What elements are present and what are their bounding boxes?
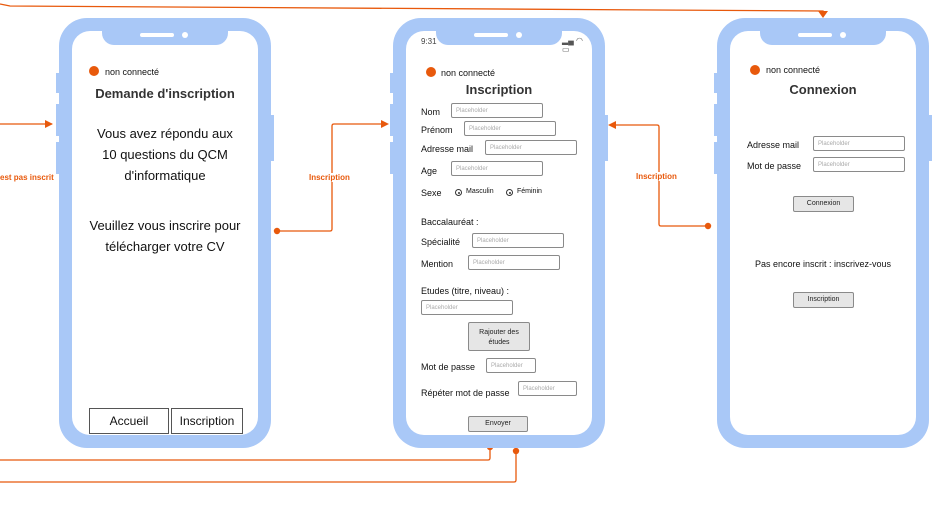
email-input[interactable]: Placeholder bbox=[813, 136, 905, 151]
edge-bottom-1 bbox=[0, 448, 491, 461]
prenom-label: Prénom bbox=[421, 125, 453, 135]
specialite-input[interactable]: Placeholder bbox=[472, 233, 564, 248]
page-title: Demande d'inscription bbox=[95, 86, 235, 101]
email-input[interactable]: Placeholder bbox=[485, 140, 577, 155]
password-input[interactable]: Placeholder bbox=[813, 157, 905, 172]
login-button[interactable]: Connexion bbox=[793, 196, 854, 212]
edge-bottom-2 bbox=[0, 451, 517, 483]
add-studies-button[interactable]: Rajouter des études bbox=[468, 322, 530, 351]
nom-label: Nom bbox=[421, 107, 441, 117]
feminin-radio[interactable] bbox=[506, 189, 513, 196]
edge-label-inscription-2: Inscription bbox=[636, 172, 677, 181]
password-label: Mot de passe bbox=[747, 161, 802, 171]
masculin-label: Masculin bbox=[466, 188, 494, 195]
repeat-password-label: Répéter mot de passe bbox=[421, 388, 510, 398]
phone-demande-inscription: non connecté Demande d'inscription Vous … bbox=[59, 18, 271, 448]
repeat-password-input[interactable]: Placeholder bbox=[518, 381, 577, 396]
etudes-label: Etudes (titre, niveau) : bbox=[421, 286, 510, 296]
masculin-radio[interactable] bbox=[455, 189, 462, 196]
password-label: Mot de passe bbox=[421, 362, 476, 372]
cv-message: Veuillez vous inscrire pour télécharger … bbox=[89, 218, 241, 254]
phone-notch bbox=[760, 27, 886, 45]
feminin-label: Féminin bbox=[517, 188, 542, 195]
signal-wifi-battery-icon: ▂▄ ◠ ▭ bbox=[562, 36, 584, 54]
edge-top-to-connexion bbox=[0, 3, 824, 14]
password-input[interactable]: Placeholder bbox=[486, 358, 536, 373]
email-label: Adresse mail bbox=[747, 140, 800, 150]
edge-label-not-registered: est pas inscrit bbox=[0, 173, 54, 182]
connection-status: non connecté bbox=[441, 68, 496, 78]
phone-inscription: 9:31 ▂▄ ◠ ▭ non connecté Inscription Nom… bbox=[393, 18, 605, 448]
status-time: 9:31 bbox=[421, 37, 437, 46]
mention-label: Mention bbox=[421, 259, 454, 269]
phone-notch bbox=[436, 27, 562, 45]
specialite-label: Spécialité bbox=[421, 237, 461, 247]
phone-connexion: non connecté Connexion Adresse mail Plac… bbox=[717, 18, 929, 448]
phone-notch bbox=[102, 27, 228, 45]
connection-status: non connecté bbox=[105, 67, 160, 77]
status-dot-icon bbox=[426, 67, 436, 77]
inscription-button[interactable]: Inscription bbox=[171, 408, 243, 434]
prenom-input[interactable]: Placeholder bbox=[464, 121, 556, 136]
accueil-button[interactable]: Accueil bbox=[89, 408, 169, 434]
qcm-message: Vous avez répondu aux 10 questions du QC… bbox=[97, 126, 233, 183]
submit-button[interactable]: Envoyer bbox=[468, 416, 528, 432]
sexe-label: Sexe bbox=[421, 188, 442, 198]
edge-label-inscription-1: Inscription bbox=[309, 173, 350, 182]
age-label: Age bbox=[421, 166, 438, 176]
mention-input[interactable]: Placeholder bbox=[468, 255, 560, 270]
inscription-button[interactable]: Inscription bbox=[793, 292, 854, 308]
page-title: Connexion bbox=[789, 82, 857, 97]
status-dot-icon bbox=[750, 65, 760, 75]
bac-label: Baccalauréat : bbox=[421, 217, 479, 227]
not-registered-text: Pas encore inscrit : inscrivez-vous bbox=[754, 259, 892, 269]
page-title: Inscription bbox=[465, 82, 533, 97]
nom-input[interactable]: Placeholder bbox=[451, 103, 543, 118]
etudes-input[interactable]: Placeholder bbox=[421, 300, 513, 315]
connection-status: non connecté bbox=[766, 65, 821, 75]
email-label: Adresse mail bbox=[421, 144, 474, 154]
age-input[interactable]: Placeholder bbox=[451, 161, 543, 176]
status-dot-icon bbox=[89, 66, 99, 76]
